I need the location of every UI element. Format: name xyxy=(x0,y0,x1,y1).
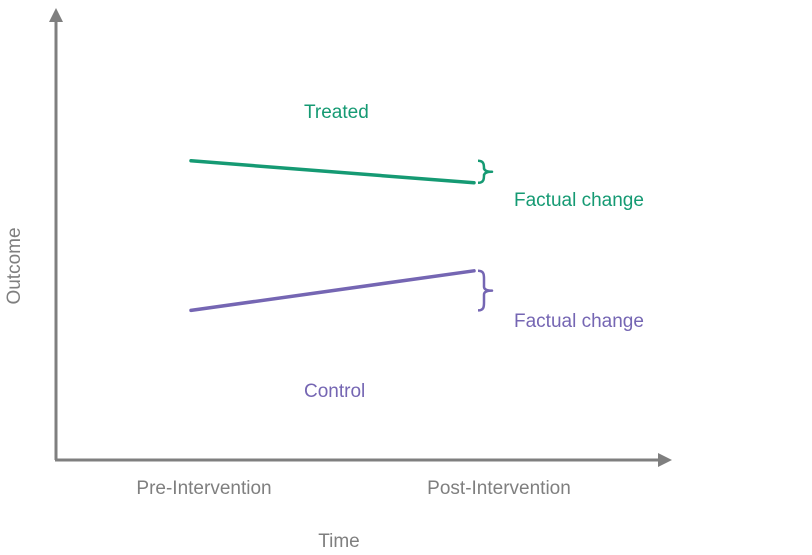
x-tick-pre-intervention: Pre-Intervention xyxy=(136,478,271,499)
control-change-brace xyxy=(477,269,494,312)
x-axis-arrowhead xyxy=(658,453,672,467)
treated-series-label: Treated xyxy=(304,102,369,123)
control-series-line xyxy=(189,269,476,313)
y-axis-arrowhead xyxy=(49,8,63,22)
treated-change-annotation: Factual change xyxy=(514,190,644,211)
control-change-annotation: Factual change xyxy=(514,311,644,332)
control-series-label: Control xyxy=(304,381,365,402)
x-tick-post-intervention: Post-Intervention xyxy=(427,478,571,499)
treated-series-line xyxy=(189,159,476,185)
y-axis-title: Outcome xyxy=(4,227,25,304)
treated-change-brace xyxy=(477,159,494,185)
x-axis-title: Time xyxy=(318,531,360,552)
